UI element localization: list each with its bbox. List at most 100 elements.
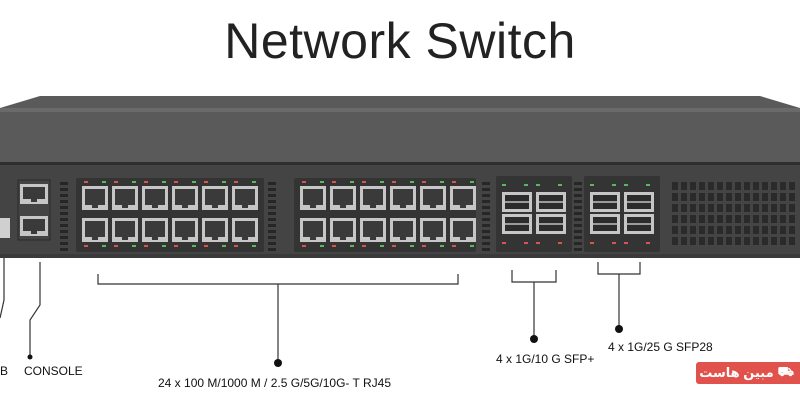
led-green — [440, 181, 444, 183]
grid-vent-hole — [717, 204, 723, 212]
rj45-port-opening — [205, 189, 225, 205]
grid-vent-hole — [708, 193, 714, 201]
grid-vent-hole — [708, 182, 714, 190]
grid-vent-hole — [690, 182, 696, 190]
chassis-top — [0, 96, 800, 162]
grid-vent-hole — [780, 215, 786, 223]
vent-slot — [60, 182, 68, 185]
vent-slot — [268, 218, 276, 221]
vent-slot — [268, 224, 276, 227]
rj45-port-tab — [460, 237, 466, 240]
led-green — [132, 181, 136, 183]
grid-vent-hole — [672, 215, 678, 223]
rj45-ports — [82, 181, 476, 247]
grid-vent-hole — [726, 182, 732, 190]
grid-vent-hole — [699, 237, 705, 245]
vent-slot — [482, 236, 490, 239]
sfp-plus-callout-dot — [530, 335, 538, 343]
rj45-port-opening — [175, 189, 195, 205]
rj45-port-opening — [175, 221, 195, 237]
led-green — [470, 181, 474, 183]
grid-vent-hole — [753, 226, 759, 234]
grid-vent-hole — [744, 237, 750, 245]
grid-vent — [672, 182, 795, 245]
rj45-port-tab — [212, 205, 218, 208]
grid-vent-hole — [744, 226, 750, 234]
rj45-port-opening — [235, 221, 255, 237]
led-red — [524, 242, 528, 244]
truck-icon: ⛟ — [777, 364, 794, 379]
rj45-port-opening — [423, 221, 443, 237]
vent-slots — [60, 182, 582, 251]
grid-vent-hole — [699, 193, 705, 201]
led-red — [362, 181, 366, 183]
grid-vent-hole — [717, 215, 723, 223]
vent-slot — [482, 188, 490, 191]
grid-vent-hole — [717, 226, 723, 234]
grid-vent-hole — [726, 237, 732, 245]
page-title: Network Switch — [224, 13, 576, 69]
rj45-port-tab — [430, 205, 436, 208]
rj45-bracket — [97, 274, 459, 360]
grid-vent-hole — [717, 237, 723, 245]
rj45-port-opening — [453, 221, 473, 237]
grid-vent-hole — [717, 193, 723, 201]
vent-slot — [574, 248, 582, 251]
vent-slot — [574, 242, 582, 245]
vent-slot — [268, 206, 276, 209]
rj45-port-opening — [393, 189, 413, 205]
led-green — [222, 181, 226, 183]
grid-vent-hole — [699, 215, 705, 223]
grid-vent-hole — [780, 237, 786, 245]
rj45-port-tab — [212, 237, 218, 240]
rj45-port-tab — [92, 205, 98, 208]
rj45-port-tab — [310, 205, 316, 208]
led-green — [380, 181, 384, 183]
grid-vent-hole — [744, 182, 750, 190]
grid-vent-hole — [690, 204, 696, 212]
rj45-port-opening — [115, 221, 135, 237]
vent-slot — [482, 248, 490, 251]
grid-vent-hole — [771, 226, 777, 234]
grid-vent-hole — [690, 237, 696, 245]
grid-vent-hole — [753, 237, 759, 245]
grid-vent-hole — [726, 226, 732, 234]
grid-vent-hole — [771, 215, 777, 223]
led-red — [502, 242, 506, 244]
grid-vent-hole — [762, 182, 768, 190]
sfp-cage-rail — [505, 201, 529, 203]
rj45-port-tab — [31, 231, 37, 234]
led-red — [624, 242, 628, 244]
grid-vent-hole — [753, 204, 759, 212]
rj45-port-opening — [453, 189, 473, 205]
led-green — [524, 184, 528, 186]
grid-vent-hole — [771, 193, 777, 201]
rj45-port-tab — [370, 237, 376, 240]
console-frame — [17, 179, 51, 241]
led-green — [102, 181, 106, 183]
vent-slot — [574, 206, 582, 209]
rj45-port-opening — [205, 221, 225, 237]
led-green — [380, 245, 384, 247]
sfp28-ports — [590, 184, 654, 244]
chassis-top-rim — [0, 108, 800, 112]
vent-slot — [60, 224, 68, 227]
led-red — [362, 245, 366, 247]
grid-vent-hole — [717, 182, 723, 190]
sfp-cage-rail — [593, 223, 617, 225]
led-green — [350, 245, 354, 247]
vent-slot — [574, 224, 582, 227]
grid-vent-hole — [789, 237, 795, 245]
led-red — [646, 242, 650, 244]
led-red — [422, 181, 426, 183]
led-red — [612, 242, 616, 244]
led-green — [646, 184, 650, 186]
grid-vent-hole — [735, 226, 741, 234]
rj45-port-opening — [363, 189, 383, 205]
led-green — [320, 181, 324, 183]
grid-vent-hole — [789, 204, 795, 212]
vent-slot — [268, 248, 276, 251]
rj45-port-opening — [145, 189, 165, 205]
led-red — [302, 181, 306, 183]
grid-vent-hole — [672, 193, 678, 201]
